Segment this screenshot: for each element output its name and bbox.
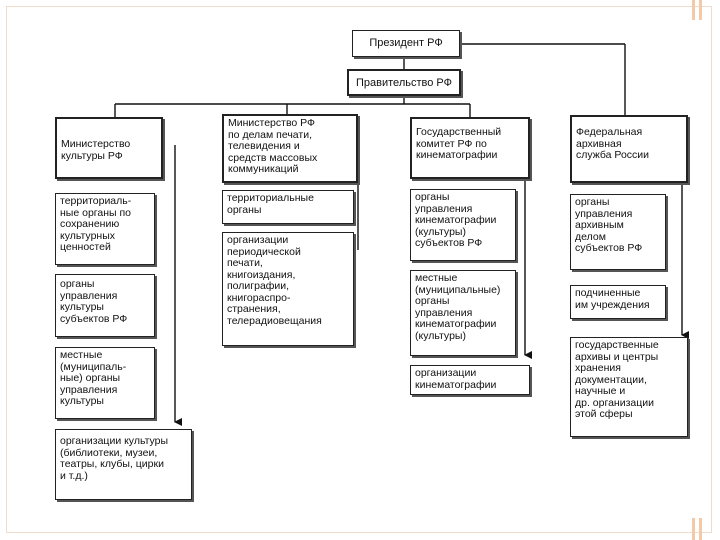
box-archive-service: Федеральная архивная служба России: [570, 115, 688, 183]
box-culture-orgs: организации культуры (библиотеки, музеи,…: [55, 429, 192, 500]
box-archive-subjects: органы управления архивным делом субъект…: [570, 194, 666, 270]
box-government: Правительство РФ: [347, 69, 461, 96]
box-culture-local: местные (муниципаль- ные) органы управле…: [55, 347, 155, 419]
box-cinema-committee: Государственный комитет РФ по кинематогр…: [410, 117, 530, 179]
box-press-territorial: территориальные органы: [222, 190, 354, 224]
box-president: Президент РФ: [352, 30, 460, 57]
box-culture-subjects: органы управления культуры субъектов РФ: [55, 274, 155, 337]
box-ministry-press: Министерство РФ по делам печати, телевид…: [222, 114, 358, 183]
box-ministry-culture: Министерство культуры РФ: [55, 117, 163, 179]
box-cinema-local: местные (муниципальные) органы управлени…: [410, 270, 516, 356]
box-cinema-subjects: органы управления кинематографии (культу…: [410, 189, 516, 261]
corner-decoration-bottom: [692, 518, 706, 540]
box-archive-subordinate: подчиненные им учреждения: [570, 285, 666, 319]
slide-frame: [6, 6, 712, 533]
box-culture-territorial: территориаль- ные органы по сохранению к…: [55, 193, 155, 265]
box-press-orgs: организации периодической печати, книгои…: [222, 232, 354, 346]
corner-decoration-top: [692, 0, 706, 20]
box-cinema-orgs: организации кинематографии: [410, 365, 530, 395]
box-archive-state: государственные архивы и центры хранения…: [570, 337, 688, 437]
